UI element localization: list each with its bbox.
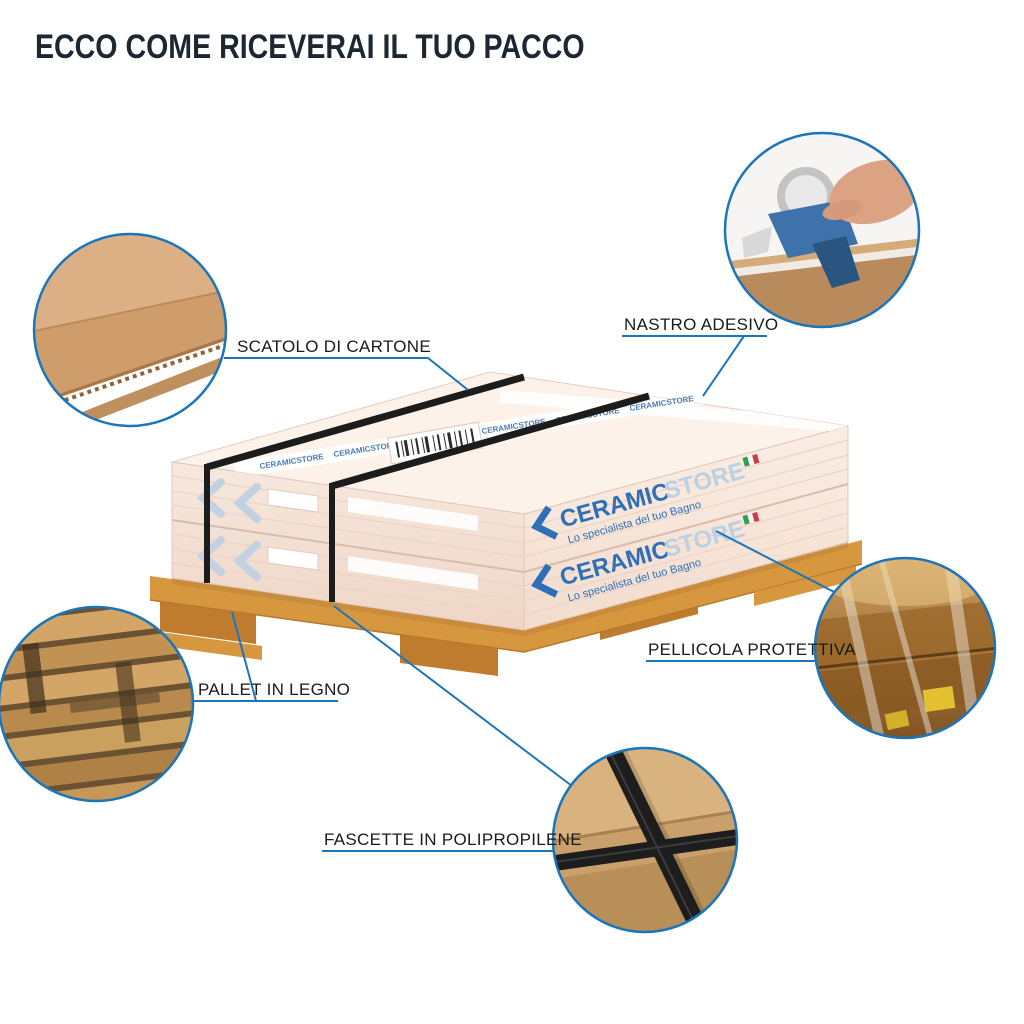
tape-gun-handle	[812, 236, 860, 288]
chevron-left-icon	[232, 483, 261, 523]
callout-photo-pellicola	[813, 556, 997, 740]
leader-scatolo	[224, 357, 469, 391]
callout-ring	[551, 746, 739, 934]
strap-band	[331, 392, 650, 490]
barcode-label	[386, 421, 484, 465]
strap-band	[206, 373, 525, 471]
callout-ring	[813, 556, 997, 740]
callout-ring	[0, 605, 195, 803]
pallet-bottom-board	[146, 630, 262, 660]
chevron-left-icon	[232, 541, 261, 581]
strapping-bands	[204, 373, 650, 602]
barcode-icon	[395, 428, 475, 458]
callout-lines	[194, 335, 839, 852]
callout-photo-fascette	[551, 746, 739, 934]
end-face-markings	[196, 478, 478, 590]
label-pallet-in-legno: PALLET IN LEGNO	[198, 680, 351, 699]
leader-nastro	[702, 335, 745, 397]
callout-photo-scatolo	[32, 232, 228, 428]
brand-chevron-icon	[531, 505, 559, 540]
label-pellicola-protettiva: PELLICOLA PROTETTIVA	[648, 640, 856, 659]
label-fascette-in-polipropilene: FASCETTE IN POLIPROPILENE	[324, 830, 582, 849]
label-nastro-adesivo: NASTRO ADESIVO	[624, 315, 779, 334]
shipping-label	[348, 556, 478, 590]
tape-blade	[742, 226, 772, 258]
pallet-deck-edge	[149, 563, 863, 653]
box-seam-lines	[171, 439, 849, 616]
wooden-pallet	[146, 540, 863, 676]
chevron-left-icon	[196, 478, 225, 518]
leader-pellicola	[715, 530, 839, 595]
label-scatolo-di-cartone: SCATOLO DI CARTONE	[237, 337, 432, 356]
package-boxes: CERAMICSTORE CERAMICSTORE CERAMICSTORE C…	[171, 371, 849, 631]
shipping-label	[267, 488, 319, 513]
pallet-bottom-board	[754, 566, 856, 606]
leader-fascette	[333, 605, 573, 787]
packing-tape-strips	[233, 382, 848, 478]
italian-flag-icon	[742, 454, 760, 467]
brand-chevron-icon	[531, 563, 559, 598]
leader-pallet	[231, 611, 257, 702]
callout-photo-nastro	[723, 131, 921, 329]
callout-ring	[723, 131, 921, 329]
callout-ring	[32, 232, 228, 428]
shipping-label	[348, 497, 478, 531]
box-layer-seam	[171, 483, 849, 574]
page-title: ECCO COME RICEVERAI IL TUO PACCO	[35, 28, 585, 66]
shipping-label	[267, 546, 319, 571]
chevron-left-icon	[196, 536, 225, 576]
italian-flag-icon	[742, 512, 760, 525]
